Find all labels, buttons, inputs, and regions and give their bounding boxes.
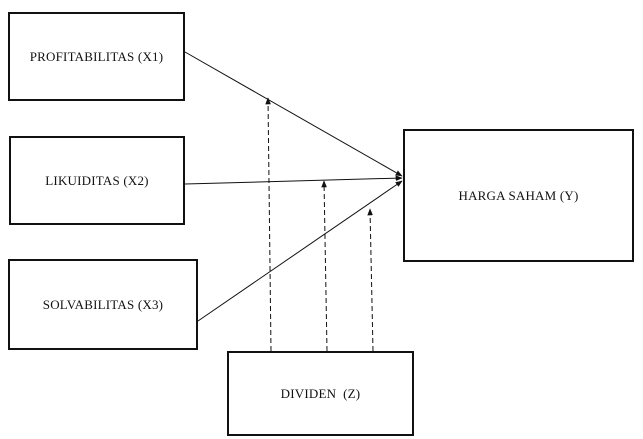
likuiditas-label: LIKUIDITAS (X2) [45,172,149,188]
dividen-box: DIVIDEN (Z) [227,351,414,436]
arrow-x1-to-y [184,51,403,177]
dividen-label: DIVIDEN (Z) [280,385,361,401]
profitabilitas-box: PROFITABILITAS (X1) [8,12,185,101]
harga-saham-box: HARGA SAHAM (Y) [403,129,634,262]
likuiditas-box: LIKUIDITAS (X2) [9,136,185,225]
solvabilitas-box: SOLVABILITAS (X3) [8,259,198,350]
dashed-arrow-z-to-x3-path [367,208,374,352]
harga-saham-label: HARGA SAHAM (Y) [458,187,579,203]
dashed-arrow-z-to-x2-path [321,180,328,352]
arrow-x3-to-y [197,180,403,322]
solvabilitas-label: SOLVABILITAS (X3) [42,296,164,312]
profitabilitas-label: PROFITABILITAS (X1) [29,48,164,64]
arrow-x2-to-y [184,175,403,185]
dashed-arrow-z-to-x1-path [265,97,272,352]
